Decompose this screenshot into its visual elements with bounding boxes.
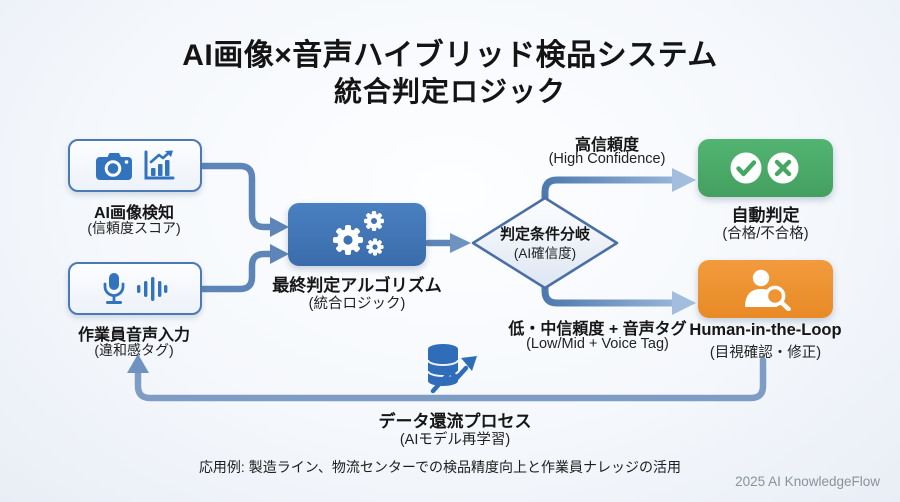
node-human-in-the-loop-sublabel: (目視確認・修正): [709, 345, 822, 361]
database-icon: [427, 344, 477, 394]
feedback-loop-line: [134, 356, 767, 402]
node-algorithm-sublabel: (統合ロジック): [308, 296, 406, 312]
check-cross-icons: [730, 152, 798, 184]
node-human-in-the-loop-label: Human-in-the-Loop: [689, 321, 842, 339]
arrow-image-to-algo-head: [270, 217, 289, 237]
arrow-algo-to-decision-head: [450, 233, 471, 253]
microphone-icon: [103, 272, 125, 304]
cross-icon: [767, 152, 798, 184]
node-image-input-sublabel: (信頼度スコア): [87, 220, 181, 236]
node-auto-judgement-label: 自動判定: [731, 206, 800, 225]
gears-icon: [333, 210, 384, 256]
title-line-1: AI画像×音声ハイブリッド検品システム: [182, 39, 718, 72]
waveform-icon: [137, 276, 168, 301]
edge-low-confidence-label: 低・中信頼度 + 音声タグ: [508, 321, 687, 338]
node-decision-shape: [471, 196, 619, 290]
node-voice-input-label: 作業員音声入力: [77, 327, 190, 344]
edge-high-confidence-sublabel: (High Confidence): [548, 151, 666, 167]
arrow-image-to-algo: [199, 162, 276, 231]
arrow-voice-to-algo-head: [270, 244, 289, 264]
node-auto-judgement: [698, 139, 833, 197]
arrow-high-confidence-head: [672, 168, 696, 192]
edge-feedback-sublabel: (AIモデル再学習): [399, 432, 511, 448]
check-icon: [730, 152, 761, 184]
arrow-low-confidence-head: [672, 291, 696, 315]
node-algorithm: [288, 203, 426, 266]
caption: 応用例: 製造ライン、物流センターでの検品精度向上と作業員ナレッジの活用: [198, 459, 682, 475]
edge-low-confidence-sublabel: (Low/Mid + Voice Tag): [526, 336, 669, 352]
arrow-voice-to-algo: [199, 250, 276, 293]
node-decision-sublabel: (AI確信度): [513, 246, 577, 261]
node-algorithm-label: 最終判定アルゴリズム: [272, 276, 442, 295]
camera-icon: [95, 152, 132, 180]
credit: 2025 AI KnowledgeFlow: [735, 474, 880, 489]
node-decision-label: 判定条件分岐: [499, 226, 590, 243]
person-magnifier-icon: [744, 269, 791, 311]
title-line-2: 統合判定ロジック: [333, 76, 566, 107]
arrow-high-confidence: [541, 176, 676, 209]
feedback-loop-head: [127, 354, 149, 373]
edge-feedback-label: データ還流プロセス: [378, 412, 532, 431]
node-voice-input-sublabel: (違和感タグ): [94, 342, 174, 358]
arrow-low-confidence: [541, 278, 676, 307]
node-image-input-label: AI画像検知: [93, 205, 174, 222]
edge-high-confidence-label: 高信頼度: [574, 137, 639, 154]
node-image-input: [68, 139, 202, 192]
node-voice-input: [68, 262, 202, 315]
node-auto-judgement-sublabel: (合格/不合格): [722, 226, 809, 242]
chart-icon: [144, 150, 174, 180]
node-human-in-the-loop: [698, 260, 833, 318]
